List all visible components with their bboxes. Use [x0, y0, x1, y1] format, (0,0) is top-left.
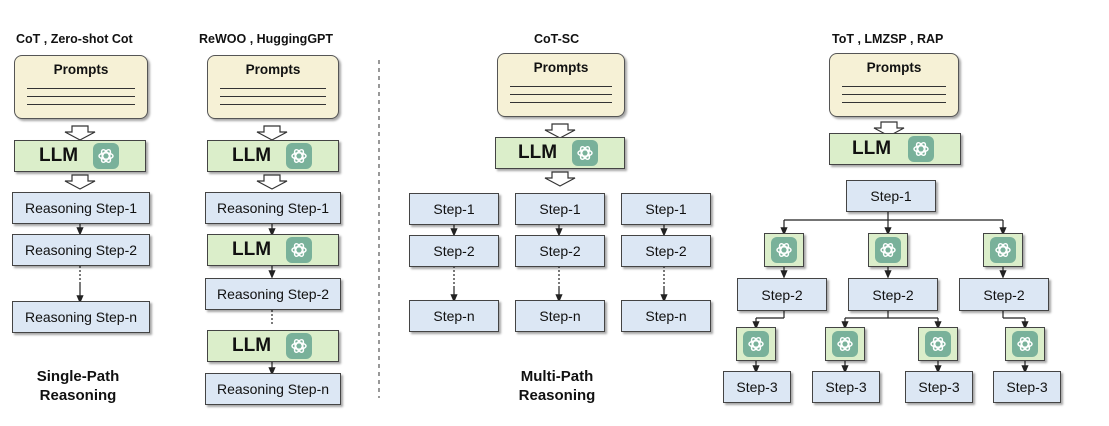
hollow-arrow [544, 171, 576, 187]
column-title-cot-sc: CoT-SC [534, 32, 580, 46]
path-3-step-1: Step-1 [621, 193, 711, 225]
llm-label: LLM [39, 145, 79, 166]
hollow-arrow [544, 123, 576, 139]
reasoning-step-2: Reasoning Step-2 [205, 278, 341, 310]
llm-box: LLM [207, 234, 339, 266]
reasoning-step-2: Reasoning Step-2 [12, 234, 150, 266]
llm-label: LLM [232, 239, 272, 260]
prompts-box: Prompts [207, 55, 339, 119]
column-title-cot: CoT , Zero-shot Cot [16, 32, 133, 46]
llm-label: LLM [852, 138, 892, 159]
tree-step-2: Step-2 [737, 278, 827, 311]
prompts-label: Prompts [533, 60, 589, 75]
path-2-step-1: Step-1 [515, 193, 605, 225]
path-2-step-2: Step-2 [515, 235, 605, 267]
reasoning-step-1: Reasoning Step-1 [205, 192, 341, 224]
openai-logo-icon [286, 143, 312, 169]
hollow-arrow [256, 125, 288, 141]
path-3-step-n: Step-n [621, 300, 711, 332]
prompts-box: Prompts [829, 53, 959, 117]
openai-logo-icon [875, 237, 901, 263]
tree-llm-node [983, 233, 1023, 267]
path-1-step-n: Step-n [409, 300, 499, 332]
hollow-arrow [256, 174, 288, 190]
prompts-label: Prompts [53, 62, 109, 77]
tree-llm-node [1005, 327, 1045, 361]
column-title-rewoo: ReWOO , HuggingGPT [199, 32, 334, 46]
openai-logo-icon [908, 136, 934, 162]
path-1-step-1: Step-1 [409, 193, 499, 225]
tree-llm-node [764, 233, 804, 267]
tree-step-3: Step-3 [905, 371, 973, 403]
column-title-tot: ToT , LMZSP , RAP [832, 32, 944, 46]
multi-path-caption: Multi-Path Reasoning [518, 368, 596, 404]
tree-llm-node [736, 327, 776, 361]
reasoning-step-1: Reasoning Step-1 [12, 192, 150, 224]
tree-step-2: Step-2 [848, 278, 938, 311]
llm-label: LLM [232, 335, 272, 356]
llm-box: LLM [14, 140, 146, 172]
hollow-arrow [64, 174, 96, 190]
openai-logo-icon [743, 331, 769, 357]
tree-step-2: Step-2 [959, 278, 1049, 311]
reasoning-step-n: Reasoning Step-n [12, 301, 150, 333]
llm-box: LLM [207, 330, 339, 362]
prompts-box: Prompts [14, 55, 148, 119]
tree-step-3: Step-3 [812, 371, 880, 403]
hollow-arrow [873, 121, 905, 137]
openai-logo-icon [771, 237, 797, 263]
prompts-label: Prompts [866, 60, 922, 75]
tree-llm-node [918, 327, 958, 361]
llm-box: LLM [207, 140, 339, 172]
llm-label: LLM [518, 142, 558, 163]
path-1-step-2: Step-2 [409, 235, 499, 267]
openai-logo-icon [832, 331, 858, 357]
llm-box: LLM [495, 137, 625, 169]
llm-box: LLM [829, 133, 961, 165]
path-3-step-2: Step-2 [621, 235, 711, 267]
llm-label: LLM [232, 145, 272, 166]
openai-logo-icon [990, 237, 1016, 263]
tree-llm-node [825, 327, 865, 361]
openai-logo-icon [286, 333, 312, 359]
openai-logo-icon [925, 331, 951, 357]
hollow-arrow [64, 125, 96, 141]
tree-step-3: Step-3 [723, 371, 791, 403]
openai-logo-icon [93, 143, 119, 169]
openai-logo-icon [286, 237, 312, 263]
single-path-caption: Single-Path Reasoning [36, 368, 120, 404]
tree-step-3: Step-3 [993, 371, 1061, 403]
openai-logo-icon [1012, 331, 1038, 357]
path-2-step-n: Step-n [515, 300, 605, 332]
tree-llm-node [868, 233, 908, 267]
tree-step-1: Step-1 [846, 180, 936, 212]
reasoning-step-n: Reasoning Step-n [205, 373, 341, 405]
prompts-label: Prompts [245, 62, 301, 77]
openai-logo-icon [572, 140, 598, 166]
prompts-box: Prompts [497, 53, 625, 117]
